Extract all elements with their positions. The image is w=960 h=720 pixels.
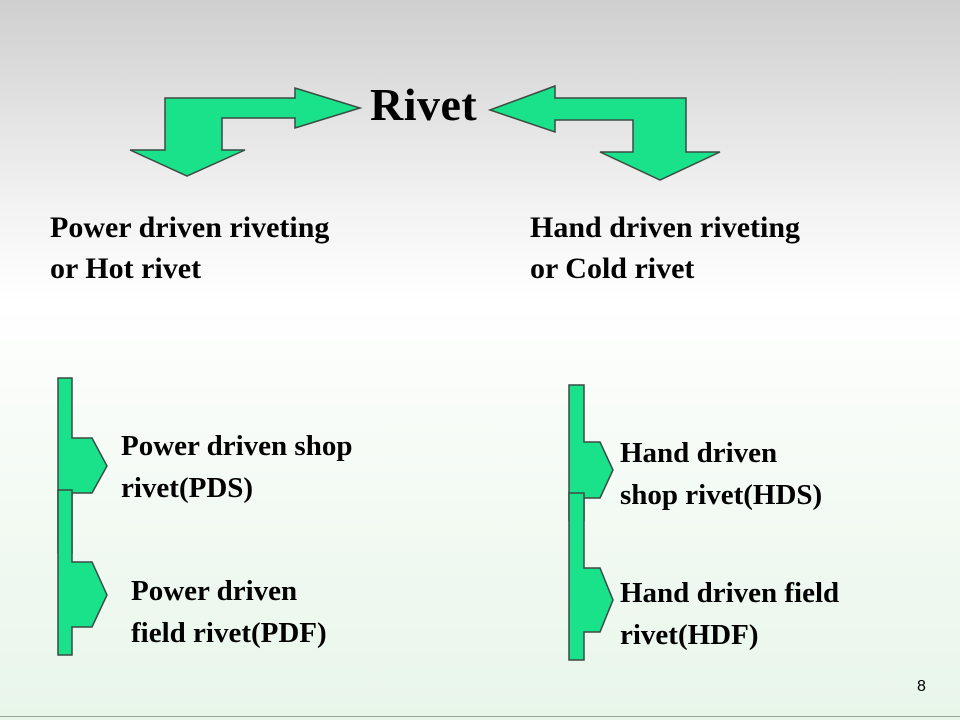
- left-sub1-line1: Power driven shop: [121, 430, 353, 462]
- bent-arrow-right-icon: [487, 84, 721, 181]
- right-heading-line2: or Cold rivet: [530, 252, 695, 285]
- right-sub1-line1: Hand driven: [620, 437, 778, 469]
- branch-arrow-icon: [57, 489, 108, 656]
- left-sub1-line2: rivet(PDS): [121, 472, 254, 504]
- diagram-title: Rivet: [370, 79, 478, 130]
- left-heading: Power driven riveting or Hot rivet: [50, 207, 329, 289]
- right-sub2: Hand driven field rivet(HDF): [620, 572, 839, 656]
- left-sub2-line1: Power driven: [131, 575, 298, 607]
- footer-divider: [0, 716, 960, 717]
- right-sub2-line2: rivet(HDF): [620, 619, 759, 651]
- right-heading: Hand driven riveting or Cold rivet: [530, 207, 800, 289]
- left-sub1: Power driven shop rivet(PDS): [121, 425, 352, 509]
- right-sub2-line1: Hand driven field: [620, 577, 840, 609]
- page-number: 8: [917, 678, 926, 695]
- bent-arrow-left-icon: [129, 86, 363, 177]
- right-heading-line1: Hand driven riveting: [530, 211, 801, 244]
- right-sub1: Hand driven shop rivet(HDS): [620, 432, 822, 516]
- branch-arrow-icon: [568, 492, 614, 661]
- right-sub1-line2: shop rivet(HDS): [620, 479, 823, 511]
- left-heading-line2: or Hot rivet: [50, 252, 202, 285]
- left-sub2: Power driven field rivet(PDF): [131, 570, 327, 654]
- left-heading-line1: Power driven riveting: [50, 211, 330, 244]
- left-sub2-line2: field rivet(PDF): [131, 617, 327, 649]
